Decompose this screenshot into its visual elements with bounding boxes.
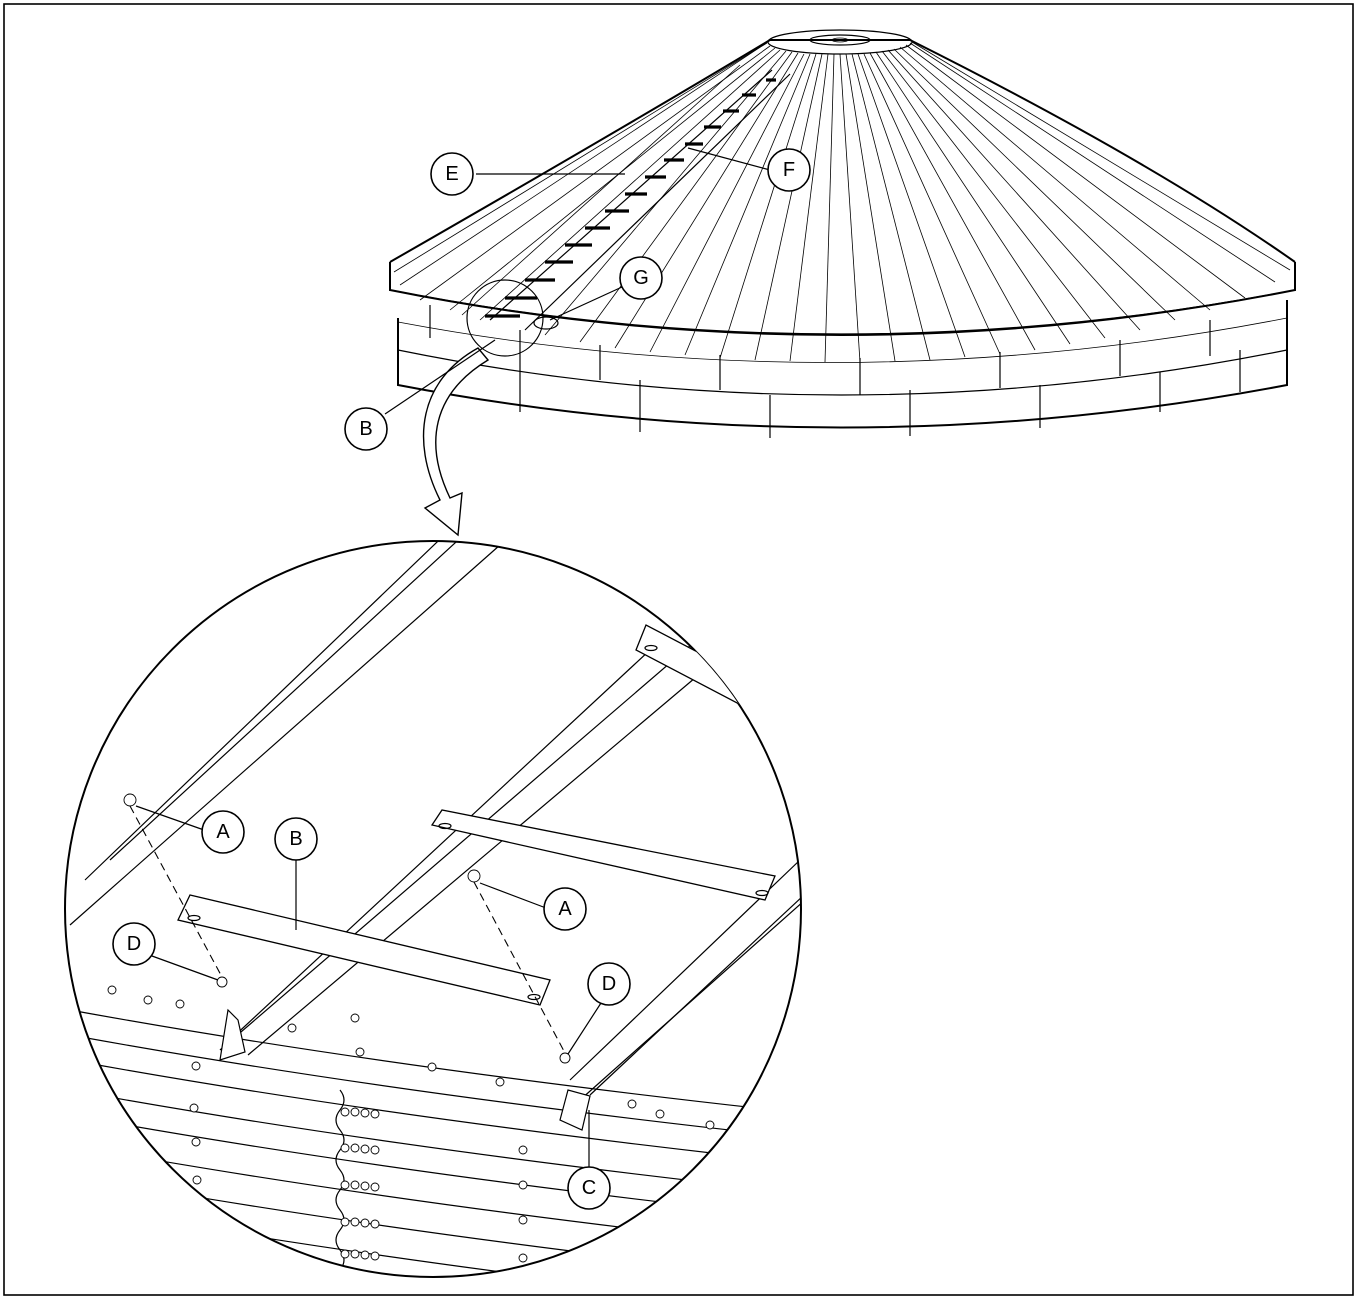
- upper-bracket: [430, 809, 776, 901]
- callout-c: C: [567, 1166, 611, 1210]
- svg-text:A: A: [216, 821, 230, 843]
- curved-arrow-icon: [422, 347, 490, 537]
- svg-text:D: D: [602, 973, 616, 995]
- detail-view: [64, 540, 802, 1278]
- callout-b-overview: B: [344, 407, 388, 451]
- bin-overview: [389, 29, 1296, 438]
- detail-indicator: [466, 279, 544, 357]
- svg-text:B: B: [289, 828, 302, 850]
- svg-text:G: G: [633, 267, 649, 289]
- callout-e: E: [430, 152, 474, 196]
- svg-text:E: E: [445, 163, 458, 185]
- svg-text:B: B: [359, 418, 372, 440]
- callout-g: G: [619, 256, 663, 300]
- callout-a-right: A: [543, 887, 587, 931]
- callout-b-detail: B: [274, 817, 318, 861]
- callout-d-right: D: [587, 962, 631, 1006]
- callout-d-left: D: [112, 922, 156, 966]
- wall-seams: [429, 305, 1241, 438]
- roof-ribs: [393, 41, 1291, 363]
- bolt-clusters: [107, 985, 715, 1263]
- svg-text:F: F: [783, 159, 795, 181]
- svg-text:A: A: [558, 898, 572, 920]
- callout-a-left: A: [201, 810, 245, 854]
- frame-border: [3, 3, 1354, 1296]
- callout-f: F: [767, 148, 811, 192]
- svg-text:D: D: [127, 933, 141, 955]
- svg-text:C: C: [582, 1177, 596, 1199]
- ladder-rungs: [485, 78, 776, 318]
- bracket-b: [177, 894, 551, 1006]
